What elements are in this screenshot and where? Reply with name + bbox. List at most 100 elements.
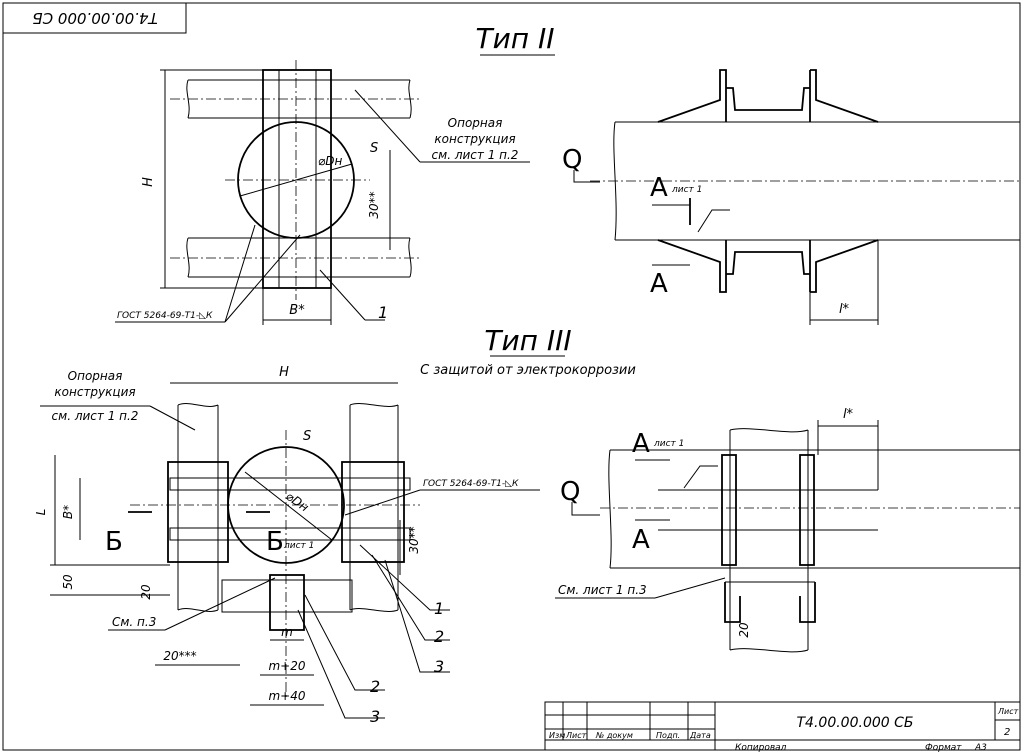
type2-dim-30-label: 30**: [367, 191, 381, 218]
type3-see-sheet-leader: [654, 577, 726, 599]
type3-item3-leader: [384, 559, 450, 673]
type3-item-3-low: 3: [370, 707, 380, 726]
top-stamp-box: [2, 2, 187, 34]
type2-section-a-ref: лист 1: [671, 185, 702, 195]
type3-section-b-left: Б: [105, 527, 123, 557]
type2-diameter-label: ⌀Dн: [318, 154, 342, 168]
top-stamp-text: Т4.00.00.000 СБ: [32, 9, 157, 27]
type3-item-3: 3: [434, 657, 444, 676]
type3-side-support: [729, 430, 809, 650]
type3-item1-leader: [359, 544, 450, 611]
type3-item2-low-leader: [304, 594, 385, 691]
type2-weld-leader-2: [224, 234, 301, 323]
title-block: Изм Лист № докум Подп. Дата Т4.00.00.000…: [544, 701, 1021, 753]
type2-dim-l-label: l*: [839, 302, 850, 317]
type3-side-clamp-left: [721, 454, 737, 566]
tb-format-value: А3: [974, 743, 987, 753]
type2-dim-b-label: B*: [289, 303, 305, 318]
type3-right-beam: [349, 405, 399, 610]
type2-lower-beam: [188, 237, 410, 278]
type2-dim-h-label: H: [141, 177, 156, 187]
type3-section-a-top: A: [632, 429, 650, 459]
type2-side-view: Q A лист 1 A l*: [562, 69, 1020, 325]
type3-section-a-ref: лист 1: [653, 439, 684, 449]
type3-see-p3-leader: [164, 577, 276, 631]
type2-weld-leader-1: [224, 224, 256, 323]
type3-side-support-break-bottom: [729, 648, 809, 653]
type3-beam-breaks-bottom: [177, 608, 399, 612]
type3-dim-m20-label: m+20: [268, 659, 305, 673]
type3-dim-m40-label: m+40: [268, 689, 305, 703]
type3-q-label: Q: [560, 477, 580, 507]
type2-diameter-line: [239, 163, 353, 197]
type3-see-p3: См. п.3: [112, 615, 156, 629]
type2-q-arrow: [573, 170, 600, 183]
tb-sheet-label: Лист: [997, 707, 1019, 716]
type2-support-note-2: конструкция: [434, 132, 515, 146]
type3-s-label: S: [303, 429, 311, 444]
type3-left-view: Опорная конструкция см. лист 1 п.2 H ⌀Dн…: [34, 365, 540, 726]
type2-title: Тип II: [475, 22, 554, 55]
type3-upper-bar: [169, 477, 411, 491]
type3-dim-b-label: B*: [61, 505, 75, 519]
type2-q-label: Q: [562, 145, 582, 175]
type3-support-leader: [149, 405, 196, 431]
type3-left-beam: [177, 405, 219, 610]
type3-subtitle: С защитой от электрокоррозии: [420, 363, 636, 378]
type2-item1-leader: [319, 269, 366, 321]
type2-support-note-1: Опорная: [448, 116, 503, 130]
type3-item-2-low: 2: [370, 677, 380, 696]
type2-section-a-bottom: A: [650, 269, 668, 299]
title-block-frame: [544, 701, 1021, 751]
type3-dim-l-right-label: l*: [843, 407, 854, 422]
type3-dim-m-label: m: [281, 625, 293, 639]
type3-item-2: 2: [434, 627, 444, 646]
tb-designation: Т4.00.00.000 СБ: [797, 715, 914, 731]
type3-side-view: 20 Q A лист 1 A l* См. лист 1 п.3: [555, 407, 1020, 653]
type2-weld-note: ГОСТ 5264-69-Т1-◺К: [117, 311, 213, 321]
type3-side-pipe-break: [608, 449, 612, 569]
type3-side-support-break-top: [729, 428, 809, 433]
type3-dim-20-label: 20: [139, 584, 153, 600]
type3-beam-breaks-top: [177, 403, 399, 407]
tb-col-sheet: Лист: [565, 731, 587, 740]
type3-support-note-3: см. лист 1 п.2: [52, 409, 139, 423]
type3-diameter-label: ⌀Dн: [283, 489, 311, 515]
tb-col-sign: Подп.: [656, 731, 680, 740]
type3-side-clamp-right: [799, 454, 815, 566]
type2-item-1: 1: [378, 303, 388, 322]
type3-item2-leader: [371, 554, 450, 641]
type3-section-b-right: Б: [266, 527, 284, 557]
type3-side-dim-20: 20: [737, 622, 751, 638]
tb-sheet-no: 2: [1004, 727, 1010, 738]
type3-right-clamp: [341, 461, 405, 563]
type3-weld-leader: [344, 489, 421, 516]
type3-bottom-plate: [221, 579, 353, 613]
type2-s-label: S: [370, 141, 378, 156]
tb-col-doc: № докум: [595, 731, 633, 740]
type2-side-upper-bracket: [657, 69, 879, 123]
tb-col-change: Изм: [549, 731, 565, 740]
type2-support-note-3: см. лист 1 п.2: [432, 148, 519, 162]
type2-side-pipe-break: [613, 121, 617, 241]
type3-see-sheet: См. лист 1 п.3: [558, 583, 647, 597]
type3-support-note-1: Опорная: [68, 369, 123, 383]
type3-dim-h-label: H: [279, 365, 289, 380]
type3-diameter-line: [244, 471, 333, 541]
tb-col-date: Дата: [689, 731, 711, 740]
type3-dim-50-label: 50: [61, 574, 75, 590]
tb-copied: Копировал: [735, 743, 787, 753]
type2-weld-flag: [697, 209, 730, 233]
type2-upper-beam-break: [186, 79, 412, 119]
type2-section-a-top: A: [650, 173, 668, 203]
type3-dim-l-label: L: [34, 509, 48, 516]
type3-item3-low-leader: [297, 609, 385, 719]
type3-bottom-clamp: [269, 574, 305, 631]
type3-dim-20b-label: 20***: [163, 649, 196, 663]
type3-side-bottom-saddle: [724, 582, 816, 623]
type2-lower-beam-break: [186, 237, 412, 278]
type3-support-note-2: конструкция: [54, 385, 135, 399]
type3-section-a-bottom: A: [632, 525, 650, 555]
